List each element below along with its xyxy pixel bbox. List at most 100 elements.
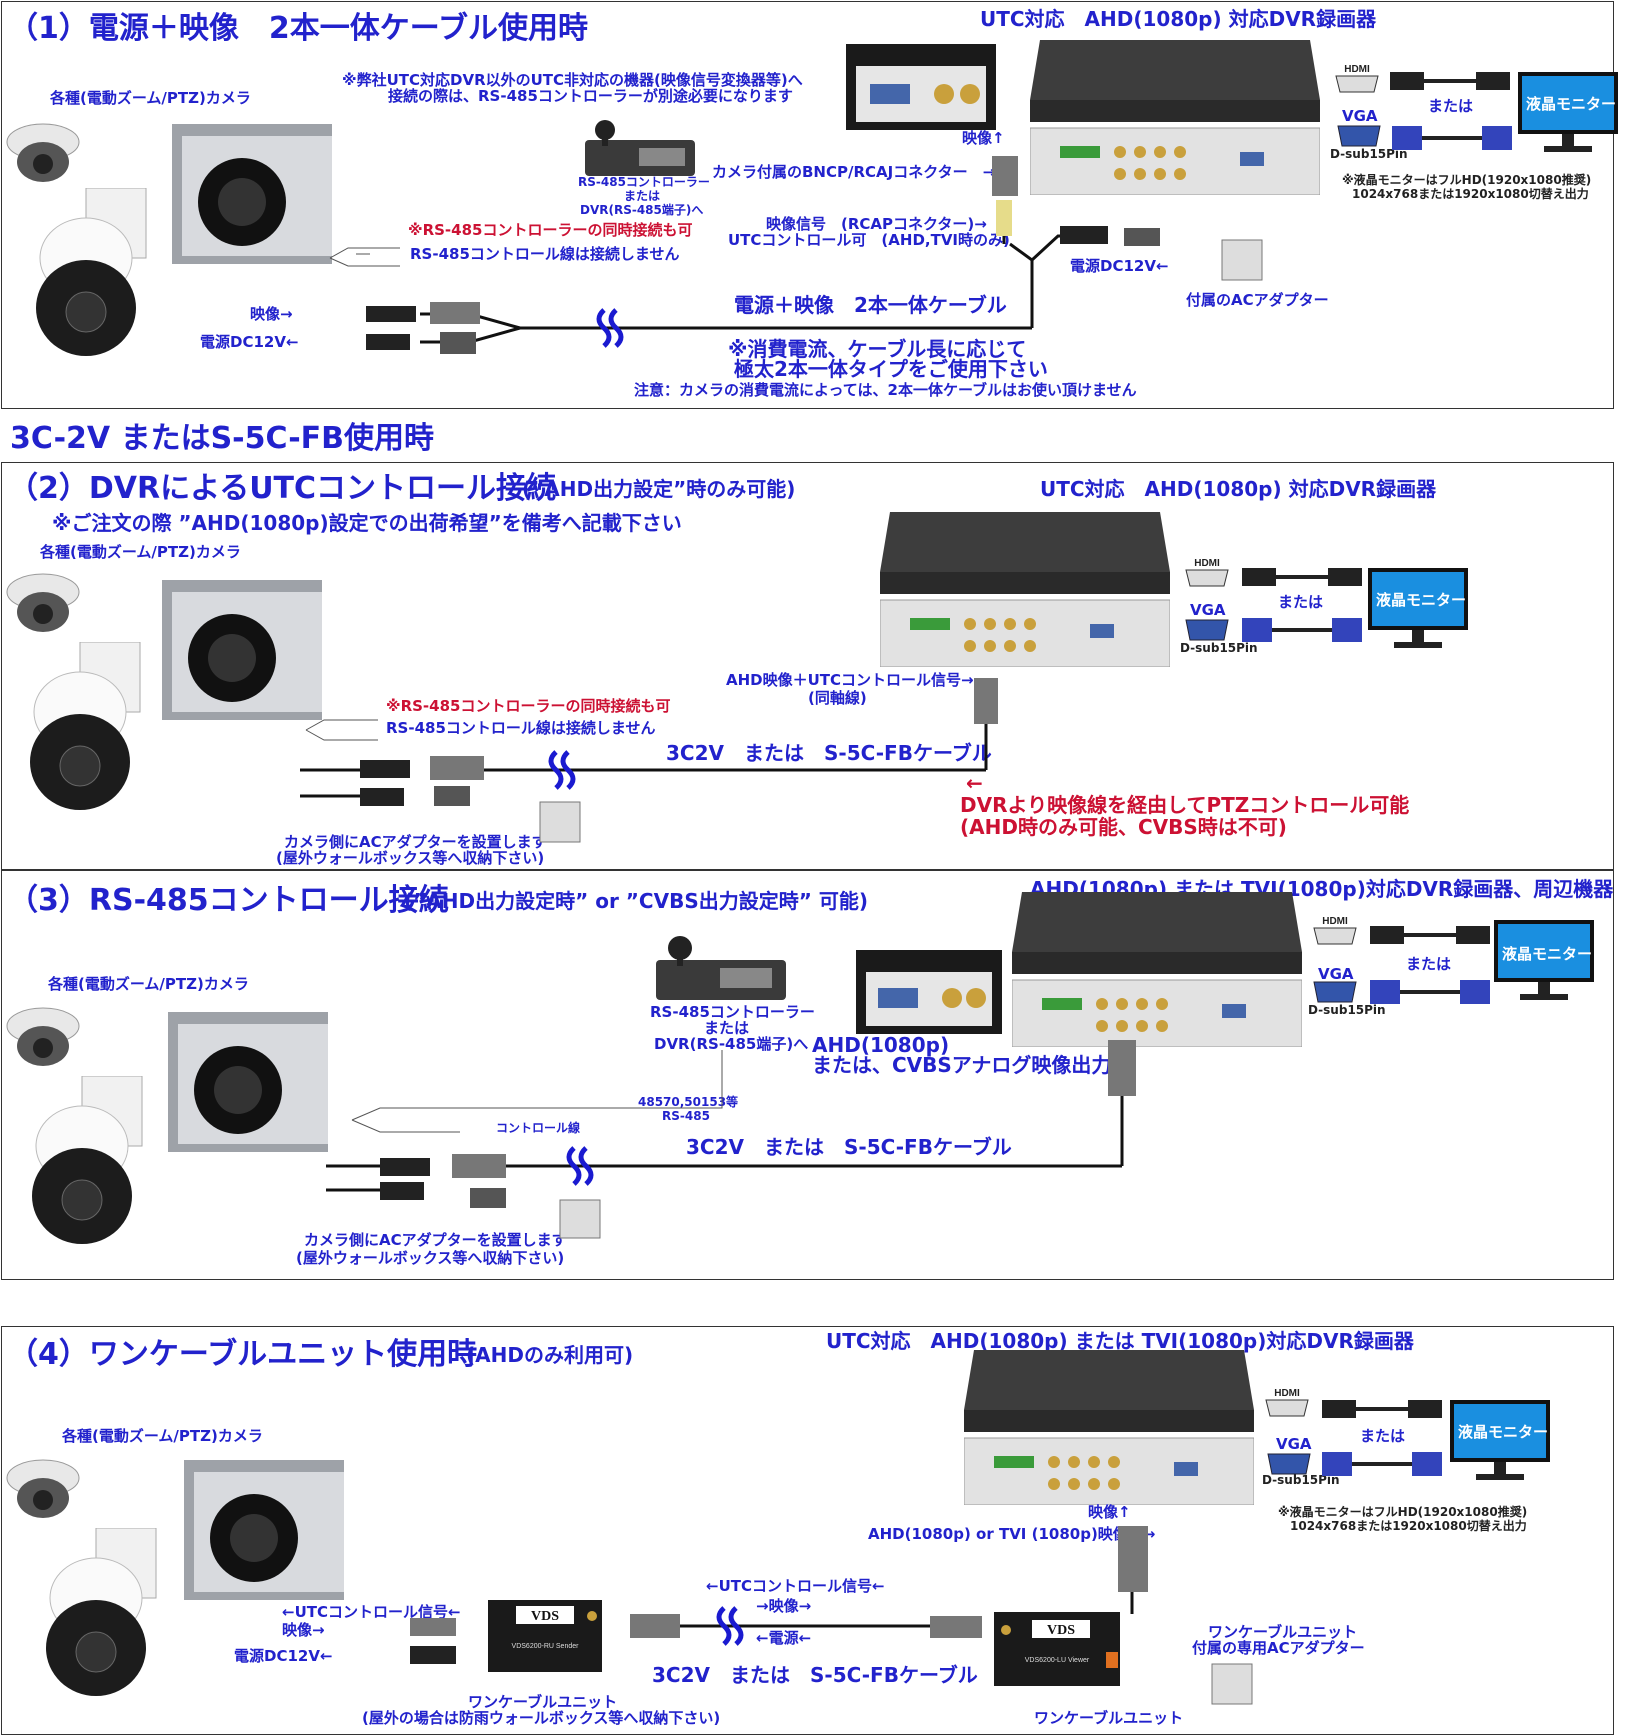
- vds-logo-text: VDS: [1047, 1623, 1075, 1638]
- ahd-signal-label: AHD映像＋UTCコントロール信号→: [726, 671, 974, 689]
- section-1-dvr-title: UTC対応 AHD(1080p) 対応DVR録画器: [980, 7, 1377, 31]
- monitor-screen-label: 液晶モニター: [1376, 591, 1467, 609]
- utc-control-label: UTCコントロール可 (AHD,TVI時のみ): [728, 231, 1010, 249]
- note-other-devices: ※弊社UTC対応DVR以外のUTC非対応の機器(映像信号変換器等)へ: [342, 71, 803, 89]
- adapter-label-2: 付属の専用ACアダプター: [1192, 1639, 1365, 1657]
- cable-label: 3C2V または S-5C-FBケーブル: [686, 1135, 1012, 1159]
- vga-label: VGA: [1276, 1435, 1312, 1453]
- caution-note: 注意：カメラの消費電流によっては、2本一体ケーブルはお使い頂けません: [634, 381, 1137, 399]
- section-4-title: （4）ワンケーブルユニット使用時: [8, 1337, 478, 1372]
- monitor-image: [1368, 568, 1468, 652]
- video-up-label: 映像↑: [962, 129, 1005, 147]
- dvr-recorder-image: [880, 512, 1170, 667]
- adapter-label-1: ワンケーブルユニット: [1208, 1623, 1358, 1641]
- dsub-label: D-sub15Pin: [1180, 641, 1258, 655]
- section-1-title: （1）電源＋映像 2本一体ケーブル使用時: [8, 11, 588, 46]
- ptz-note-2: (AHD時のみ可能、CVBS時は不可): [960, 815, 1287, 839]
- vga-label: VGA: [1190, 601, 1226, 619]
- utc-signal-left: ←UTCコントロール信号←: [282, 1603, 461, 1621]
- rs485-label: RS-485: [662, 1109, 710, 1123]
- protocol-label: 48570,50153等: [638, 1095, 739, 1109]
- dome-camera-image: [4, 568, 82, 638]
- video-up-label: 映像↑: [1088, 1503, 1131, 1521]
- monitor-image: [1494, 920, 1594, 1004]
- dvr-recorder-image: [1030, 40, 1320, 195]
- vds-viewer-text: VDS6200-LU Viewer: [1025, 1657, 1090, 1664]
- vga-port-image: [1266, 1452, 1312, 1476]
- ac-note-2: (屋外ウォールボックス等へ収納下さい): [276, 849, 545, 867]
- coax-label: (同軸線): [808, 689, 867, 707]
- note-thick-2: 極太2本一体タイプをご使用下さい: [734, 357, 1048, 381]
- section-2-dvr-title: UTC対応 AHD(1080p) 対応DVR録画器: [1040, 477, 1437, 501]
- monitor-note-1: ※液晶モニターはフルHD(1920x1080推奨): [1342, 173, 1592, 187]
- rs485-controller-image: [585, 118, 695, 178]
- dvr-recorder-image: [1012, 892, 1302, 1047]
- section-2-title: （2）DVRによるUTCコントロール接続: [8, 471, 557, 506]
- section-4-title-sub: (AHDのみ利用可): [466, 1343, 634, 1367]
- ac-adapter-label: 付属のACアダプター: [1186, 291, 1329, 309]
- vds-logo-text: VDS: [531, 1609, 559, 1624]
- hdmi-cable-image: [1390, 68, 1510, 94]
- video-left-label: 映像→: [250, 305, 293, 323]
- hdmi-logo-text: HDMI: [1344, 64, 1370, 75]
- order-note: ※ご注文の際 ”AHD(1080p)設定での出荷希望”を備考へ記載下さい: [52, 511, 682, 535]
- ahd-out-1: AHD(1080p): [812, 1033, 950, 1057]
- control-line-label: コントロール線: [496, 1121, 581, 1135]
- vds-sender-text: VDS6200-RU Sender: [512, 1643, 580, 1650]
- hdmi-port-image: HDMI: [1334, 62, 1380, 96]
- dome-camera-image: [4, 118, 82, 188]
- box-camera-image: [162, 580, 322, 720]
- controller-or: または: [624, 189, 661, 203]
- monitor-screen-label: 液晶モニター: [1458, 1423, 1549, 1441]
- ahd-tvi-label: AHD(1080p) or TVI (1080p)映像 →: [868, 1525, 1156, 1543]
- monitor-note-1: ※液晶モニターはフルHD(1920x1080推奨): [1278, 1505, 1528, 1519]
- cable-label: 3C2V または S-5C-FBケーブル: [666, 741, 992, 765]
- vga-cable-image: [1370, 976, 1490, 1008]
- video-signal-label: 映像信号 (RCAPコネクター)→: [766, 215, 987, 233]
- vga-port-image: [1184, 618, 1230, 642]
- power-dc-label: 電源DC12V←: [1070, 257, 1169, 275]
- vga-port-image: [1336, 124, 1382, 148]
- vga-cable-image: [1322, 1448, 1442, 1480]
- monitor-image: [1450, 1400, 1550, 1484]
- hdmi-port-image: HDMI: [1312, 914, 1358, 948]
- controller-label: RS-485コントローラー: [650, 1003, 815, 1021]
- note-other-devices-2: 接続の際は、RS-485コントローラーが別途必要になります: [388, 87, 793, 105]
- dvr-recorder-image: [964, 1350, 1254, 1505]
- sim-conn-note: ※RS-485コントローラーの同時接続も可: [386, 697, 671, 715]
- ptz-camera-image: [20, 642, 146, 812]
- cable-label: 3C2V または S-5C-FBケーブル: [652, 1663, 978, 1687]
- or-label: または: [1406, 955, 1452, 973]
- unit-left-label-2: (屋外の場合は防雨ウォールボックス等へ収納下さい): [362, 1709, 721, 1727]
- or-label: または: [1428, 97, 1474, 115]
- ptz-note-1: DVRより映像線を経由してPTZコントロール可能: [960, 793, 1410, 817]
- ac-note-2: (屋外ウォールボックス等へ収納下さい): [296, 1249, 565, 1267]
- hdmi-cable-image: [1322, 1396, 1442, 1422]
- unit-right-label: ワンケーブルユニット: [1034, 1709, 1184, 1727]
- one-cable-unit-sender: VDS VDS6200-RU Sender: [488, 1600, 602, 1672]
- ptz-camera-image: [26, 188, 152, 358]
- controller-dvr: DVR(RS-485端子)へ: [654, 1035, 809, 1053]
- controller-label: RS-485コントローラー: [578, 175, 710, 189]
- power-left-label: 電源DC12V←: [234, 1647, 333, 1665]
- video-left-label: 映像→: [282, 1621, 325, 1639]
- hdmi-port-image: HDMI: [1264, 1386, 1310, 1420]
- vga-label: VGA: [1342, 107, 1378, 125]
- hdmi-cable-image: [1370, 922, 1490, 948]
- vga-cable-image: [1392, 122, 1512, 154]
- monitor-note-2: 1024x768または1920x1080切替え出力: [1290, 1519, 1527, 1533]
- bncp-label: カメラ付属のBNCP/RCAJコネクター →: [712, 163, 996, 181]
- ac-note-1: カメラ側にACアダプターを設置します: [304, 1231, 567, 1249]
- dsub-label: D-sub15Pin: [1262, 1473, 1340, 1487]
- power-mid-label: ←電源←: [756, 1629, 812, 1647]
- mid-heading: 3C-2V またはS-5C-FB使用時: [10, 421, 435, 456]
- monitor-note-2: 1024x768または1920x1080切替え出力: [1352, 187, 1589, 201]
- hdmi-logo-text: HDMI: [1194, 558, 1220, 569]
- dome-camera-image: [4, 1002, 82, 1072]
- hdmi-logo-text: HDMI: [1322, 916, 1348, 927]
- camera-label: 各種(電動ズーム/PTZ)カメラ: [40, 543, 241, 561]
- dome-camera-image: [4, 1454, 82, 1524]
- cable-label: 電源＋映像 2本一体ケーブル: [734, 293, 1007, 317]
- or-label: または: [1278, 593, 1324, 611]
- hdmi-cable-image: [1242, 564, 1362, 590]
